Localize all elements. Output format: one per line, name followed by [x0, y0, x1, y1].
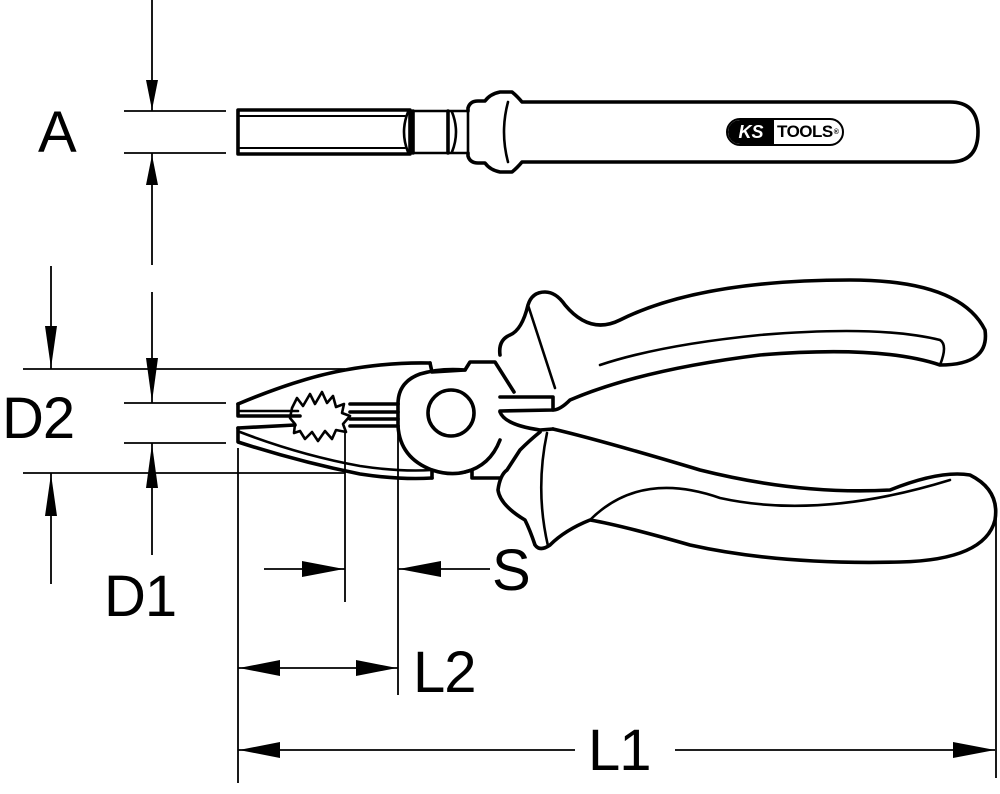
label-d1: D1	[104, 564, 177, 629]
logo-tools-word: TOOLS	[777, 122, 833, 141]
ks-tools-logo: KS TOOLS®	[726, 118, 844, 146]
pliers-top-view	[236, 90, 980, 174]
label-d2: D2	[2, 386, 75, 451]
dimension-l2	[237, 448, 398, 783]
logo-tools-text: TOOLS®	[774, 120, 839, 144]
label-s: S	[492, 538, 531, 603]
pliers-side-view	[236, 278, 998, 565]
registered-mark: ®	[833, 128, 839, 136]
label-a: A	[38, 100, 77, 165]
logo-ks-text: KS	[728, 120, 774, 144]
dimension-d1	[124, 292, 226, 555]
label-l2: L2	[413, 640, 477, 705]
dimension-d2	[23, 266, 345, 584]
label-l1: L1	[588, 718, 652, 783]
dimension-s	[264, 430, 490, 695]
dimension-l1	[238, 505, 997, 778]
dimension-a	[124, 0, 226, 265]
